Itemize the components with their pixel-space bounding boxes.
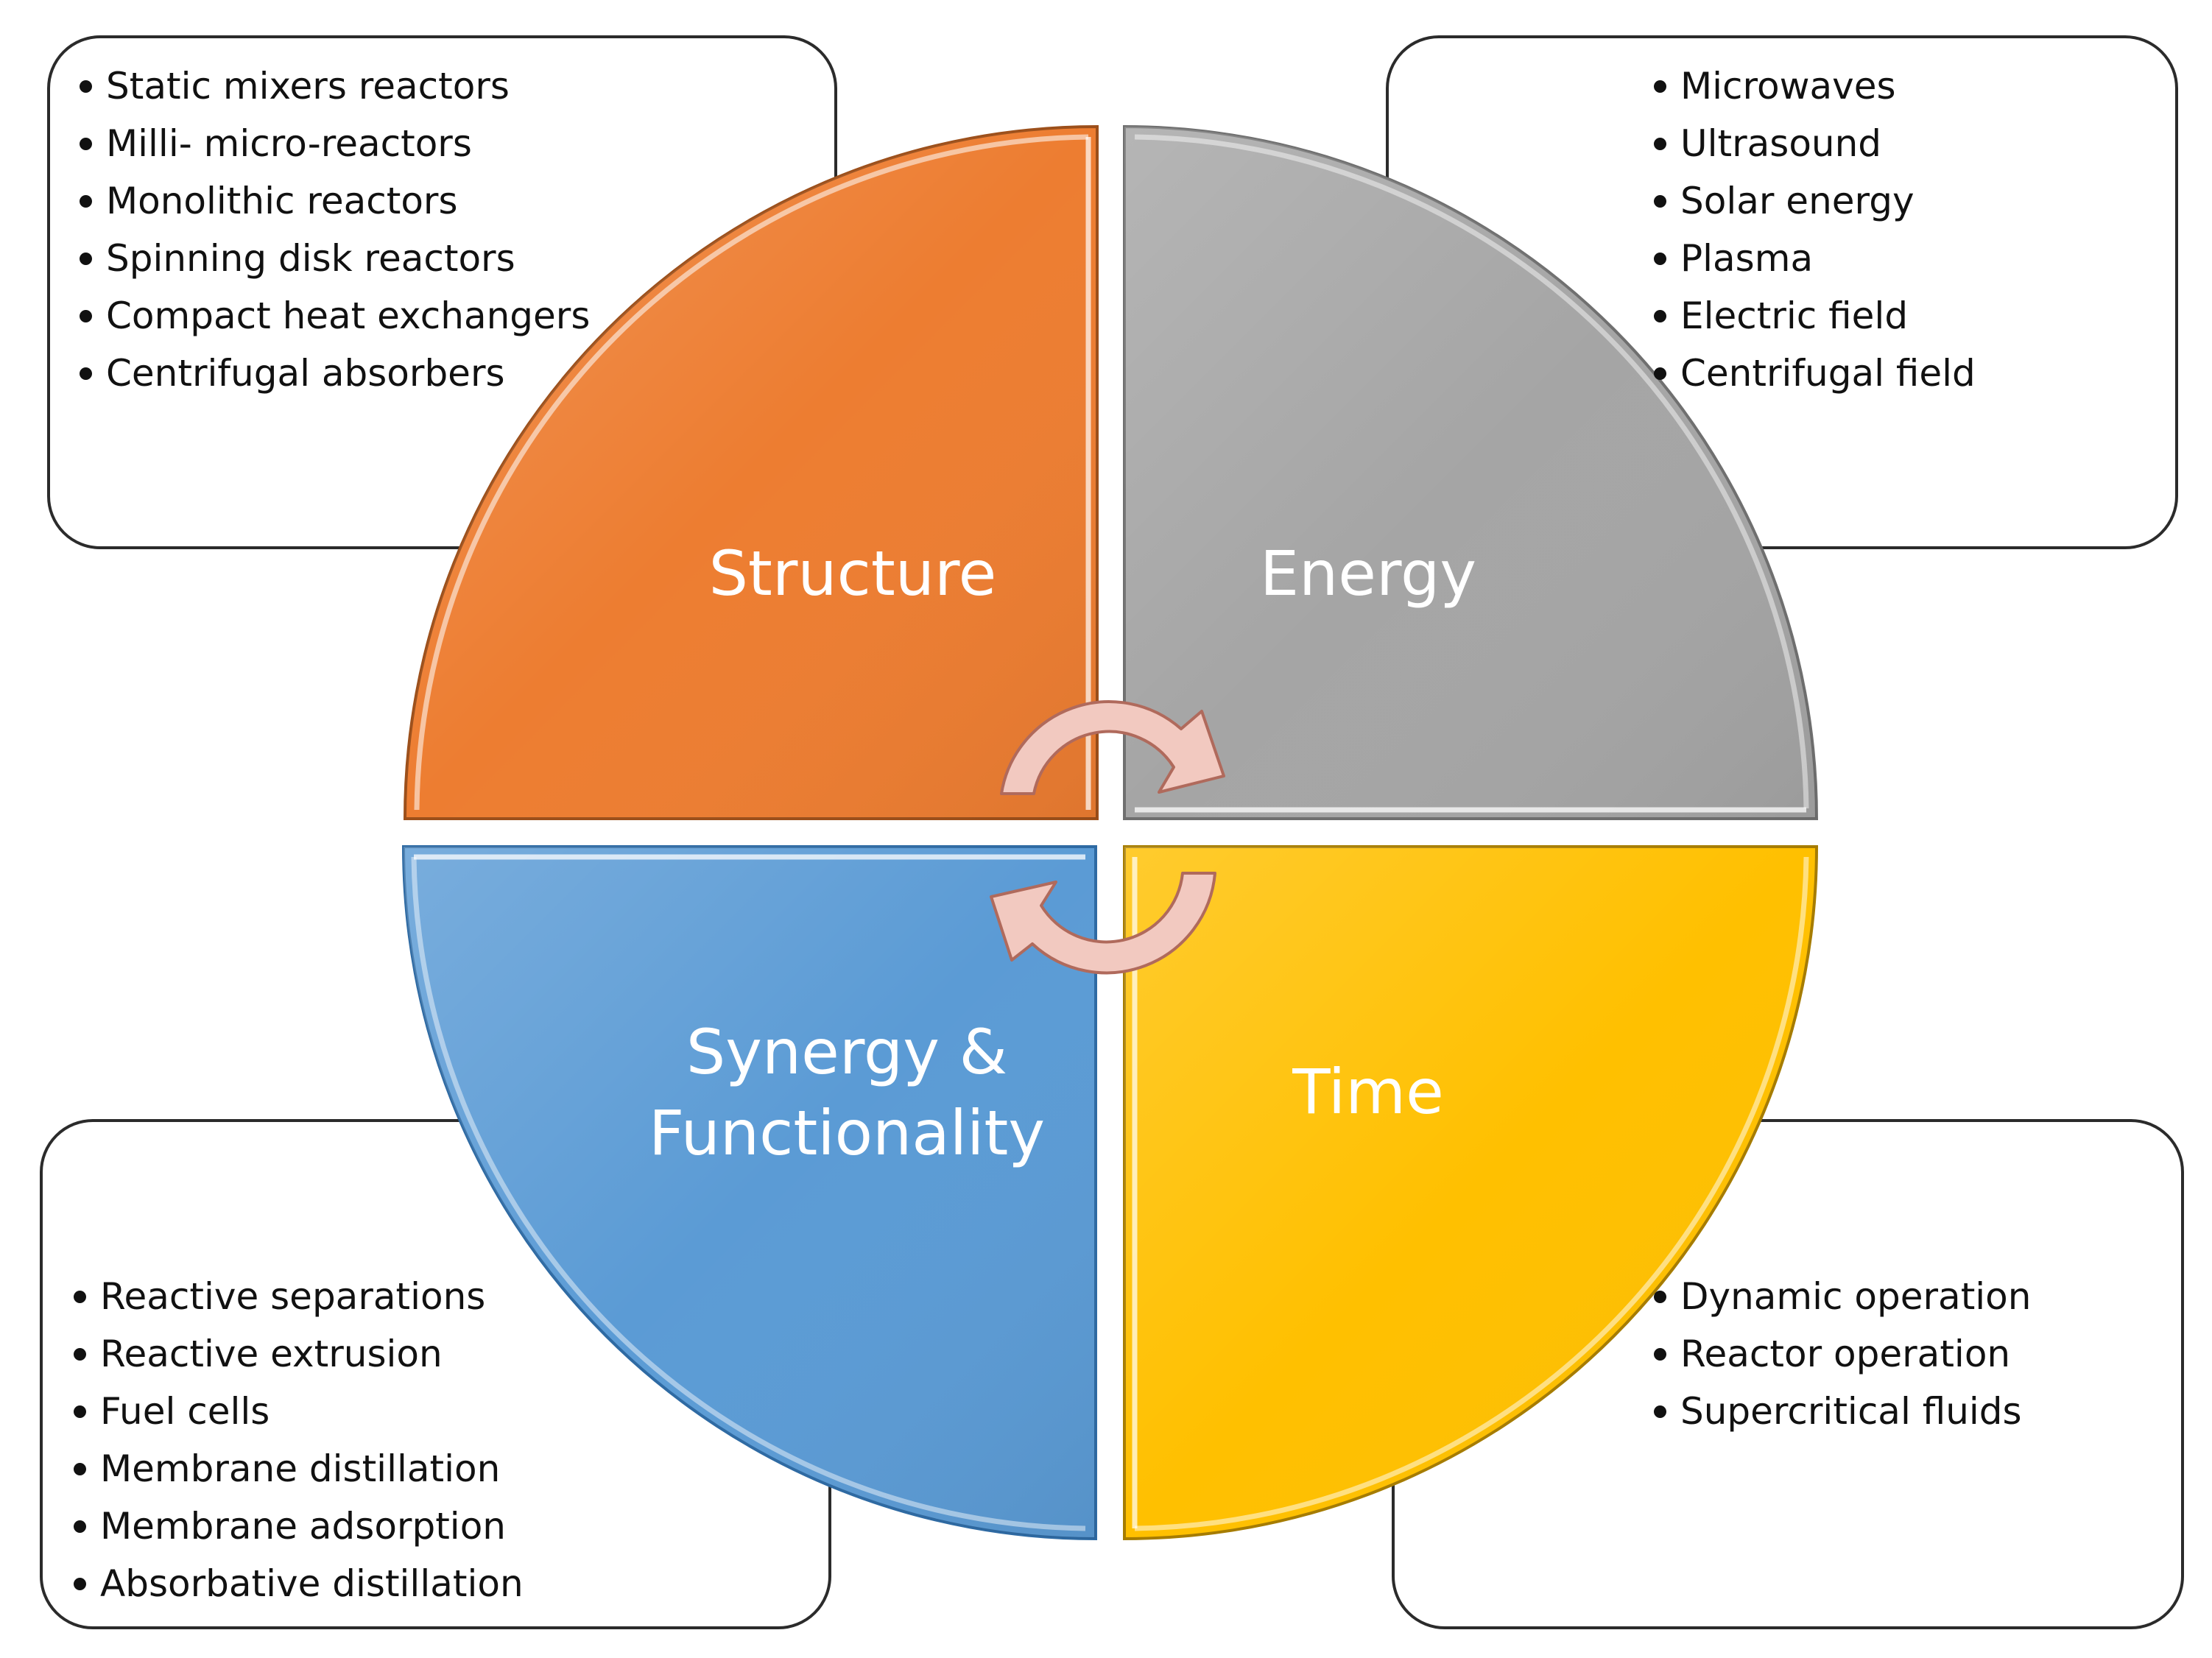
list-item: Reactive separations: [69, 1268, 524, 1325]
list-item: Centrifugal field: [1649, 345, 1976, 402]
list-item: Spinning disk reactors: [75, 230, 590, 287]
synergy-label-line1: Synergy &: [686, 1016, 1007, 1088]
synergy-label-line2: Functionality: [649, 1097, 1045, 1169]
list-item: Dynamic operation: [1649, 1268, 2031, 1325]
list-item: Membrane distillation: [69, 1440, 524, 1498]
list-item: Electric field: [1649, 287, 1976, 345]
list-item: Absorbative distillation: [69, 1555, 524, 1612]
quadrant-energy: Energy: [1123, 124, 1819, 820]
list-item: Monolithic reactors: [75, 172, 590, 230]
list-item: Microwaves: [1649, 57, 1976, 115]
list-item: Static mixers reactors: [75, 57, 590, 115]
list-item: Solar energy: [1649, 172, 1976, 230]
time-label: Time: [1292, 1056, 1444, 1128]
list-item: Ultrasound: [1649, 115, 1976, 172]
list-item: Reactive extrusion: [69, 1325, 524, 1383]
energy-label: Energy: [1260, 537, 1476, 610]
quadrant-structure: Structure: [403, 124, 1099, 820]
list-item: Compact heat exchangers: [75, 287, 590, 345]
list-item: Reactor operation: [1649, 1325, 2031, 1383]
quadrant-synergy: Synergy & Functionality: [401, 845, 1097, 1541]
list-item: Plasma: [1649, 230, 1976, 287]
list-item: Membrane adsorption: [69, 1498, 524, 1555]
list-item: Supercritical fluids: [1649, 1383, 2031, 1440]
quadrant-time: Time: [1123, 845, 1819, 1541]
circular-arrow-icon: [990, 700, 1225, 975]
list-item: Milli- micro-reactors: [75, 115, 590, 172]
list-item: Fuel cells: [69, 1383, 524, 1440]
structure-label: Structure: [709, 537, 997, 610]
list-item: Centrifugal absorbers: [75, 345, 590, 402]
